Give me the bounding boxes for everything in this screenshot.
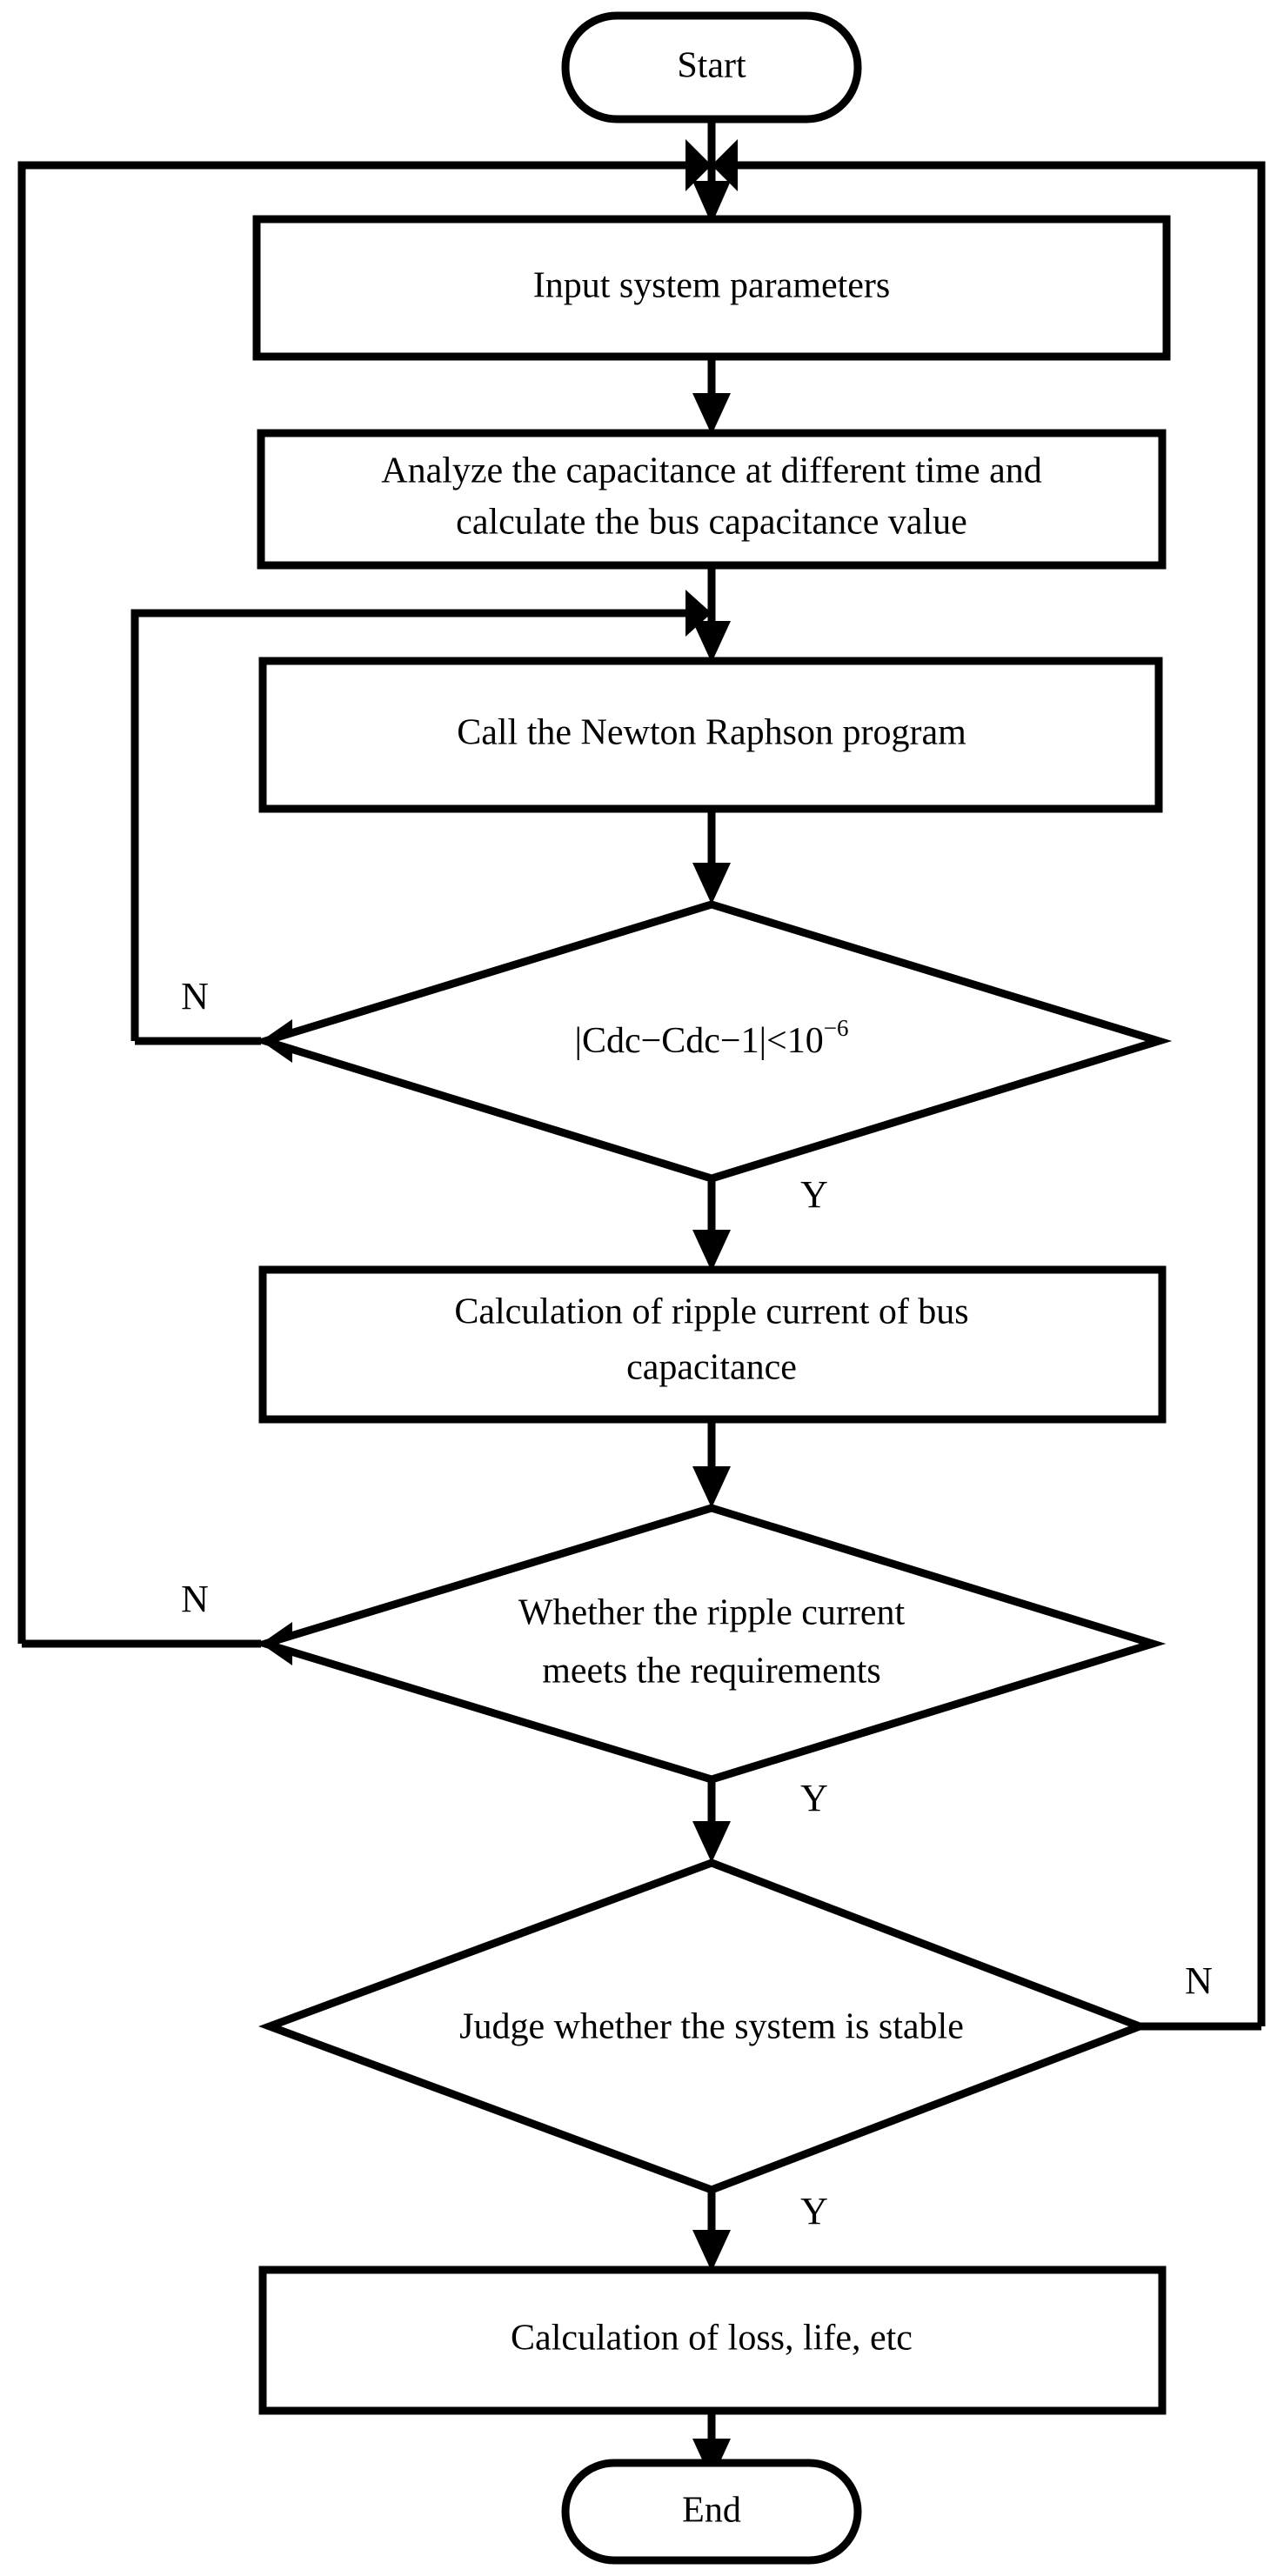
node-ripple-calc-line1: Calculation of ripple current of bus xyxy=(454,1292,968,1332)
edge-inner-loop xyxy=(130,609,712,1041)
node-end-label: End xyxy=(682,2491,741,2531)
arrowhead-junction-from-right xyxy=(712,139,738,191)
edge-outer-loop-left xyxy=(17,161,712,1644)
node-loss-life-calc-label: Calculation of loss, life, etc xyxy=(511,2319,913,2359)
arrowhead-to-ripple-check xyxy=(692,1466,731,1508)
node-ripple-check-line1: Whether the ripple current xyxy=(518,1593,906,1633)
node-ripple-calc-line2: capacitance xyxy=(626,1348,797,1388)
branch-label-stability-no: N xyxy=(1185,1959,1213,2002)
arrowhead-to-stability-check xyxy=(692,1821,731,1863)
arrowhead-to-loss-life xyxy=(692,2230,731,2272)
node-analyze-capacitance-line1: Analyze the capacitance at different tim… xyxy=(381,451,1042,491)
node-start[interactable] xyxy=(561,11,862,123)
node-analyze-capacitance[interactable] xyxy=(257,429,1167,570)
branch-label-ripple-no: N xyxy=(181,1578,209,1620)
node-analyze-capacitance-line2: calculate the bus capacitance value xyxy=(456,503,967,543)
node-ripple-check-line2: meets the requirements xyxy=(542,1652,881,1692)
branch-label-ripple-yes: Y xyxy=(800,1777,828,1819)
node-stability-check[interactable] xyxy=(258,1859,1151,2194)
branch-label-convergence-no: N xyxy=(181,975,209,1018)
node-ripple-check[interactable] xyxy=(251,1504,1167,1784)
edge-outer-loop-right xyxy=(712,161,1266,2026)
node-stability-check-label: Judge whether the system is stable xyxy=(459,2007,964,2047)
arrowhead-to-ripple-calc xyxy=(692,1230,731,1271)
arrowhead-to-convergence xyxy=(692,863,731,904)
node-newton-raphson-label: Call the Newton Raphson program xyxy=(457,713,966,753)
arrowhead-to-input-params xyxy=(692,181,731,224)
arrowhead-junction-from-left xyxy=(685,139,712,191)
node-start-label: Start xyxy=(677,46,746,86)
node-convergence-check-formula: |Cdc−Cdc−1|<10−6 xyxy=(575,1015,849,1060)
arrowhead-inner-loop-junction xyxy=(685,590,712,637)
node-convergence-check[interactable] xyxy=(251,900,1173,1183)
node-input-params[interactable] xyxy=(252,215,1171,361)
node-input-params-label: Input system parameters xyxy=(533,266,891,306)
node-newton-raphson[interactable] xyxy=(258,657,1163,813)
node-loss-life-calc[interactable] xyxy=(258,2266,1167,2415)
node-ripple-calc[interactable] xyxy=(258,1265,1167,1424)
branch-label-stability-yes: Y xyxy=(800,2190,828,2232)
arrowhead-to-newton xyxy=(692,621,731,663)
node-end[interactable] xyxy=(561,2459,862,2565)
arrowhead-to-analyze xyxy=(692,393,731,435)
branch-label-convergence-yes: Y xyxy=(800,1173,828,1216)
